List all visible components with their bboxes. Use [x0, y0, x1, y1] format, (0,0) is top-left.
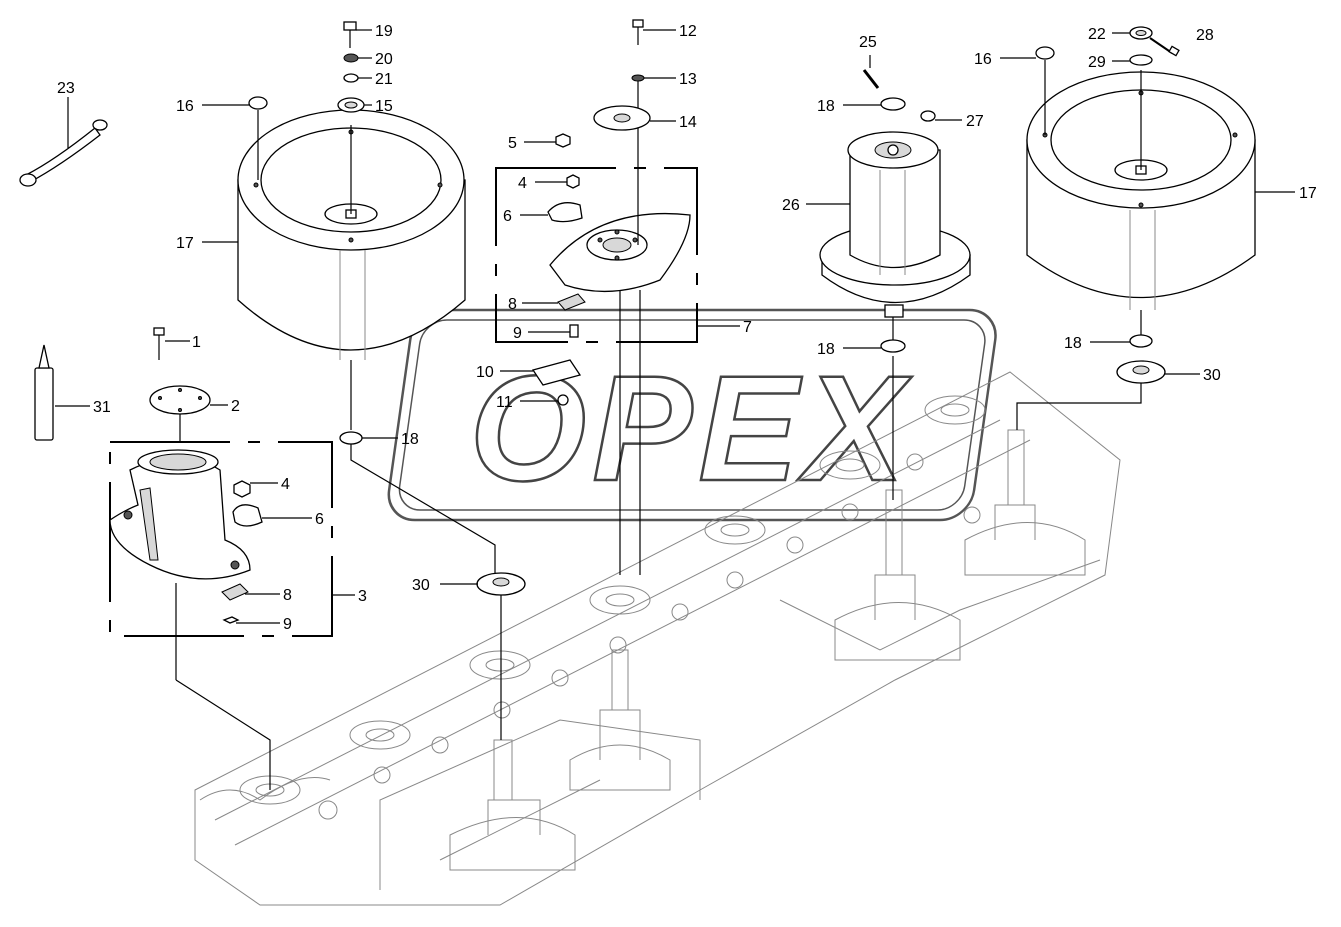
part-18-ring-mid — [880, 339, 906, 353]
part-15-washer — [337, 97, 365, 113]
callout-23: 23 — [57, 80, 75, 97]
callout-4: 4 — [518, 175, 527, 192]
callout-25: 25 — [859, 34, 877, 51]
part-30-washer-right — [1016, 360, 1166, 430]
callout-27: 27 — [966, 113, 984, 130]
callout-31: 31 — [93, 399, 111, 416]
callout-8: 8 — [508, 296, 517, 313]
part-18-ring-top — [880, 97, 906, 111]
callout-30: 30 — [412, 577, 430, 594]
callout-1: 1 — [192, 334, 201, 351]
callout-9: 9 — [283, 616, 292, 633]
part-2-cover — [149, 385, 211, 442]
part-12-bolt — [632, 19, 644, 245]
callout-labels: 1 2 3 4 4 5 6 6 7 8 8 9 9 10 11 12 13 14… — [57, 23, 1317, 633]
callout-18: 18 — [817, 341, 835, 358]
callout-26: 26 — [782, 197, 800, 214]
callout-22: 22 — [1088, 26, 1106, 43]
callout-20: 20 — [375, 51, 393, 68]
part-20-washer — [343, 53, 359, 63]
callout-6: 6 — [315, 511, 324, 528]
callout-11: 11 — [496, 394, 513, 411]
callout-15: 15 — [375, 98, 393, 115]
part-13-washer — [631, 74, 645, 82]
part-19-bolt — [343, 21, 357, 48]
part-11-bolt — [557, 394, 569, 406]
part-21-washer — [343, 73, 359, 83]
callout-28: 28 — [1196, 27, 1214, 44]
part-25-pin — [862, 69, 880, 89]
callout-18: 18 — [1064, 335, 1082, 352]
part-31-grease-tube — [34, 344, 54, 441]
callout-6: 6 — [503, 208, 512, 225]
part-23-wrench — [19, 119, 108, 187]
callout-18: 18 — [817, 98, 835, 115]
callout-19: 19 — [375, 23, 393, 40]
callout-2: 2 — [231, 398, 240, 415]
watermark-text: OPEX — [470, 344, 913, 512]
callout-16: 16 — [974, 51, 992, 68]
part-26-drive-unit — [819, 131, 971, 500]
part-27-cap — [920, 110, 936, 122]
part-17-drum-right — [1026, 46, 1256, 335]
callout-17: 17 — [176, 235, 194, 252]
callout-14: 14 — [679, 114, 697, 131]
part-28-screw — [1149, 37, 1180, 57]
mower-cutter-bar — [194, 371, 1121, 906]
callout-4: 4 — [281, 476, 290, 493]
leader-lines — [55, 29, 1295, 624]
part-30-washer-left — [476, 572, 526, 740]
callout-3: 3 — [358, 588, 367, 605]
part-3-hub-assembly — [109, 441, 333, 790]
callout-13: 13 — [679, 71, 697, 88]
part-18-ring-right — [1129, 334, 1153, 348]
callout-18: 18 — [401, 431, 419, 448]
callout-21: 21 — [375, 71, 393, 88]
part-17-drum-left — [237, 96, 466, 430]
callout-12: 12 — [679, 23, 697, 40]
callout-7: 7 — [743, 319, 752, 336]
callout-16: 16 — [176, 98, 194, 115]
part-22-bushing — [1129, 26, 1153, 40]
part-10-blade — [531, 359, 582, 386]
callout-17: 17 — [1299, 185, 1317, 202]
callout-9: 9 — [513, 325, 522, 342]
callout-29: 29 — [1088, 54, 1106, 71]
watermark: OPEX — [387, 308, 997, 522]
part-1-bolt — [153, 327, 165, 360]
callout-8: 8 — [283, 587, 292, 604]
part-14-cap — [593, 105, 651, 131]
part-29-ring — [1129, 54, 1153, 66]
callout-30: 30 — [1203, 367, 1221, 384]
part-7-disc-assembly — [495, 133, 698, 575]
callout-5: 5 — [508, 135, 517, 152]
part-18-ring-left — [339, 431, 496, 575]
callout-10: 10 — [476, 364, 494, 381]
